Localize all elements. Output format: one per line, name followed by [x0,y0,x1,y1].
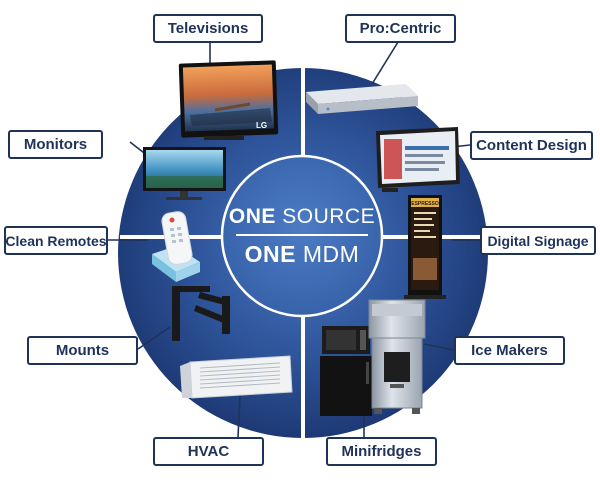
clean-remote-image [152,211,200,282]
content-design-image [376,127,460,192]
center-circle [220,154,384,318]
label-hvac: HVAC [153,437,264,466]
center-line-source: ONE SOURCE [228,203,376,230]
center-source-word: SOURCE [282,205,376,228]
hvac-image [180,355,293,399]
center-one-word-2: ONE [244,240,296,267]
digital-signage-image [404,195,446,299]
label-ice-makers: Ice Makers [454,336,565,365]
monitor-image [143,147,226,200]
center-one-word-1: ONE [228,205,276,228]
label-minifridges: Minifridges [326,437,437,466]
television-image [178,60,279,140]
connector-lines [102,41,480,438]
wall-mount-image [172,286,230,341]
signage-header-text: ESPRESSO [411,201,439,207]
ice-maker-image [368,299,426,414]
center-line-mdm: ONE MDM [228,241,376,268]
label-digital-signage: Digital Signage [480,226,596,255]
label-televisions: Televisions [153,14,263,43]
label-procentric: Pro:Centric [345,14,456,43]
minifridge-image [320,326,372,416]
label-clean-remotes: Clean Remotes [4,226,108,255]
label-mounts: Mounts [27,336,138,365]
center-text: ONE SOURCE ONE MDM [228,203,376,268]
center-mdm-word: MDM [302,240,360,267]
label-content-design: Content Design [470,131,593,160]
center-divider [236,234,368,236]
tv-brand-text: LG [256,121,267,130]
procentric-server-image [306,84,418,114]
label-monitors: Monitors [8,130,103,159]
